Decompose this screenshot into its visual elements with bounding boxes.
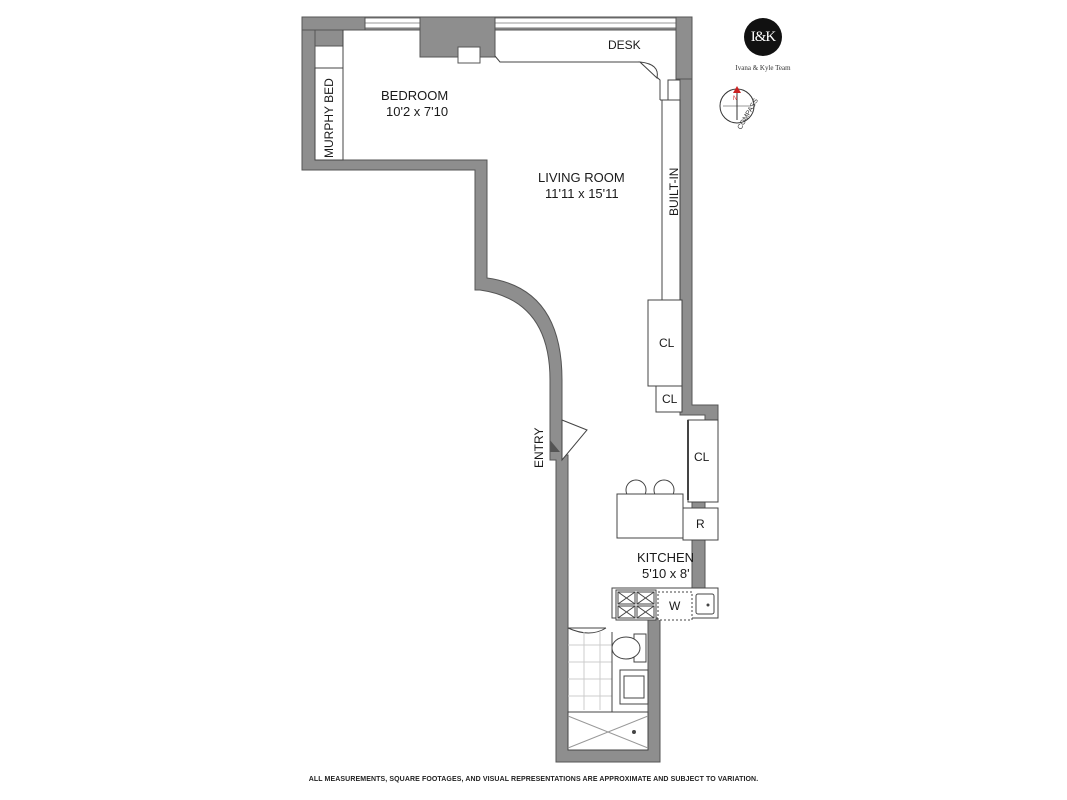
- toilet-icon: [611, 633, 647, 663]
- desk-chair: [638, 61, 658, 79]
- bathtub: [567, 711, 649, 751]
- living-room-dims: 11'11 x 15'11: [545, 186, 619, 201]
- entry-arrow-icon: [550, 440, 560, 452]
- desk-label: DESK: [608, 38, 641, 52]
- kitchen-dims: 5'10 x 8': [642, 566, 690, 581]
- refrigerator: [682, 507, 719, 541]
- built-in-label: BUILT-IN: [667, 168, 681, 216]
- disclaimer: ALL MEASUREMENTS, SQUARE FOOTAGES, AND V…: [308, 776, 759, 783]
- compass-north: N: [733, 96, 737, 102]
- entry-label: ENTRY: [532, 428, 546, 468]
- refrigerator-label: R: [696, 517, 705, 531]
- bathroom-sink-icon: [619, 669, 649, 705]
- closet-1-label: CL: [659, 336, 675, 350]
- kitchen-island: [616, 493, 684, 539]
- stove-burners-icon: [617, 591, 655, 619]
- bedroom-name: BEDROOM: [381, 88, 448, 103]
- washer-label: W: [669, 599, 681, 613]
- living-room-name: LIVING ROOM: [538, 170, 625, 185]
- closet-1: [647, 299, 683, 387]
- kitchen-sink: [695, 593, 715, 615]
- kitchen-name: KITCHEN: [637, 550, 694, 565]
- closet-2: [655, 385, 683, 413]
- bathroom-door-swing: [567, 627, 607, 634]
- murphy-bed-label: MURPHY BED: [322, 78, 336, 158]
- compass-icon: N COMPASS: [719, 86, 760, 131]
- entry-door: [561, 419, 588, 462]
- logo-monogram: I&K: [744, 18, 782, 56]
- bathroom-tile: [568, 632, 612, 710]
- logo: I&K Ivana & Kyle Team: [718, 18, 808, 72]
- closet-3-label: CL: [694, 450, 710, 464]
- bedroom-dims: 10'2 x 7'10: [386, 104, 448, 119]
- closet-2-label: CL: [662, 392, 678, 406]
- logo-team-name: Ivana & Kyle Team: [735, 64, 791, 72]
- washer: [657, 591, 693, 621]
